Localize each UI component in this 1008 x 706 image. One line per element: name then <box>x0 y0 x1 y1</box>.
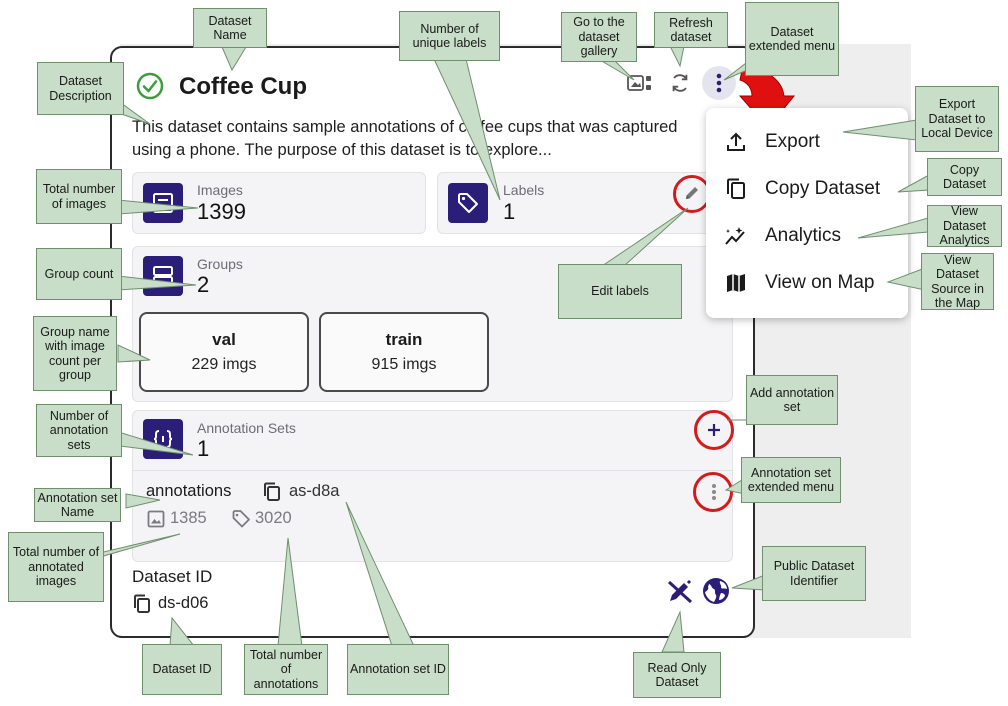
menu-item-label: Copy Dataset <box>765 178 881 199</box>
menu-item-label: Export <box>765 131 820 152</box>
labels-label: Labels <box>503 182 545 198</box>
callout-annotation-set-name: Annotation set Name <box>34 488 121 522</box>
callout-export: Export Dataset to Local Device <box>915 86 999 152</box>
menu-item-view-on-map[interactable]: View on Map <box>706 261 908 305</box>
add-annotation-set-highlight <box>694 410 734 450</box>
images-label: Images <box>197 182 243 198</box>
annotation-sets-icon <box>143 419 183 459</box>
dataset-menu-button[interactable] <box>702 66 736 100</box>
callout-annotation-set-menu: Annotation set extended menu <box>741 457 841 503</box>
callout-total-annotations: Total number of annotations <box>244 644 328 695</box>
callout-extended-menu: Dataset extended menu <box>745 2 839 76</box>
dataset-extended-menu: Export Copy Dataset Analytics View on Ma… <box>706 108 908 318</box>
images-icon <box>143 183 183 223</box>
dataset-description: This dataset contains sample annotations… <box>132 118 678 159</box>
group-image-count: 915 imgs <box>371 356 437 373</box>
group-image-count: 229 imgs <box>191 356 257 373</box>
callout-view-map: View Dataset Source in the Map <box>921 253 994 310</box>
group-name: train <box>385 330 423 349</box>
callout-group-count: Group count <box>36 248 122 300</box>
images-count: 1399 <box>197 199 246 224</box>
dataset-name: Coffee Cup <box>179 73 307 100</box>
copy-icon <box>724 177 748 201</box>
callout-total-images: Total number of images <box>36 169 122 224</box>
map-icon <box>724 271 748 295</box>
dataset-id-value: ds-d06 <box>158 594 209 612</box>
menu-item-copy-dataset[interactable]: Copy Dataset <box>706 167 908 211</box>
edit-off-icon <box>666 577 694 610</box>
annotated-image-count: 1385 <box>170 509 207 527</box>
callout-gallery: Go to the dataset gallery <box>561 12 637 62</box>
copy-icon[interactable] <box>133 594 151 619</box>
groups-count: 2 <box>197 272 210 297</box>
check-circle-icon <box>136 72 164 100</box>
group-name: val <box>212 330 236 349</box>
annotation-set-name[interactable]: annotations <box>146 482 232 500</box>
labels-count: 1 <box>503 199 516 224</box>
group-chip-train[interactable]: train 915 imgs <box>319 312 489 392</box>
callout-edit-labels: Edit labels <box>558 264 682 319</box>
annotation-set-menu-highlight <box>693 472 733 512</box>
gallery-icon <box>627 75 651 91</box>
refresh-button[interactable] <box>663 66 697 100</box>
tag-icon <box>232 510 252 533</box>
callout-dataset-name: Dataset Name <box>193 8 267 48</box>
callout-group-name: Group name with image count per group <box>33 316 117 391</box>
globe-icon <box>701 576 731 611</box>
callout-num-annotation-sets: Number of annotation sets <box>36 404 122 457</box>
annotation-sets-card <box>132 410 733 562</box>
callout-public-identifier: Public Dataset Identifier <box>762 546 866 601</box>
callout-total-annotated-images: Total number of annotated images <box>8 532 104 602</box>
callout-refresh: Refresh dataset <box>654 12 728 48</box>
menu-item-label: View on Map <box>765 272 875 293</box>
tag-icon <box>448 183 488 223</box>
image-icon <box>147 510 165 533</box>
callout-dataset-id: Dataset ID <box>142 644 222 695</box>
upload-icon <box>724 130 748 154</box>
refresh-icon <box>672 74 688 92</box>
menu-item-label: Analytics <box>765 225 842 246</box>
menu-item-analytics[interactable]: Analytics <box>706 214 908 258</box>
callout-dataset-description: Dataset Description <box>37 62 124 115</box>
analytics-icon <box>724 224 748 248</box>
annotation-sets-count: 1 <box>197 436 210 461</box>
callout-annotation-set-id: Annotation set ID <box>347 644 449 695</box>
annotation-sets-label: Annotation Sets <box>197 420 296 436</box>
callout-add-annotation-set: Add annotation set <box>746 375 838 425</box>
callout-read-only: Read Only Dataset <box>633 652 721 698</box>
copy-icon[interactable] <box>263 482 281 507</box>
group-chip-val[interactable]: val 229 imgs <box>139 312 309 392</box>
gallery-button[interactable] <box>623 66 657 100</box>
annotation-count: 3020 <box>255 509 292 527</box>
callout-view-analytics: View Dataset Analytics <box>927 204 1002 247</box>
groups-label: Groups <box>197 256 243 272</box>
groups-icon <box>143 256 183 296</box>
annotation-set-id: as-d8a <box>289 482 340 500</box>
menu-item-export[interactable]: Export <box>706 120 908 164</box>
annotation-divider <box>132 470 733 471</box>
callout-unique-labels: Number of unique labels <box>399 11 500 61</box>
callout-copy-dataset: Copy Dataset <box>927 158 1002 196</box>
dataset-id-label: Dataset ID <box>132 567 213 586</box>
more-vertical-icon <box>716 73 722 93</box>
